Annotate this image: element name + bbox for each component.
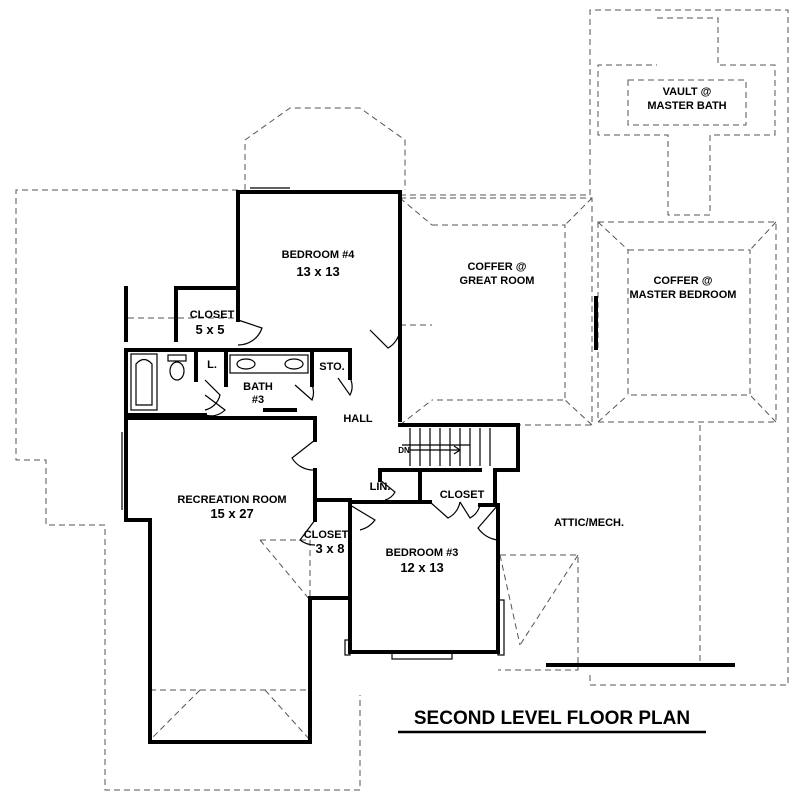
fixtures-and-doors bbox=[121, 187, 706, 734]
recreation-room-size: 15 x 27 bbox=[210, 506, 253, 521]
linen-label: LIN. bbox=[370, 481, 391, 493]
bedroom4-label: BEDROOM #4 bbox=[282, 249, 356, 261]
linen-small-label: L. bbox=[207, 359, 217, 371]
vault-label-2: MASTER BATH bbox=[647, 100, 726, 112]
coffer-master-label-1: COFFER @ bbox=[653, 275, 712, 287]
bath3-label: BATH bbox=[243, 381, 273, 393]
plan-title: SECOND LEVEL FLOOR PLAN bbox=[414, 708, 690, 729]
room-labels: BEDROOM #4 13 x 13 CLOSET 5 x 5 L. STO. … bbox=[177, 249, 624, 575]
vault-label-1: VAULT @ bbox=[663, 86, 712, 98]
recreation-room-label: RECREATION ROOM bbox=[177, 494, 286, 506]
hall-label: HALL bbox=[343, 413, 373, 425]
closet1-label: CLOSET bbox=[190, 309, 235, 321]
attic-label: ATTIC/MECH. bbox=[554, 517, 624, 529]
bedroom4-size: 13 x 13 bbox=[296, 264, 339, 279]
ceiling-labels: COFFER @ GREAT ROOM COFFER @ MASTER BEDR… bbox=[460, 86, 737, 301]
storage-label: STO. bbox=[319, 361, 344, 373]
closet2-size: 3 x 8 bbox=[316, 541, 345, 556]
coffer-great-room-label-2: GREAT ROOM bbox=[460, 275, 535, 287]
bedroom3-label: BEDROOM #3 bbox=[386, 547, 459, 559]
closet2-label: CLOSET bbox=[304, 529, 349, 541]
closet1-size: 5 x 5 bbox=[196, 322, 225, 337]
closet3-label: CLOSET bbox=[440, 489, 485, 501]
coffer-master-label-2: MASTER BEDROOM bbox=[630, 289, 737, 301]
coffer-great-room-label-1: COFFER @ bbox=[467, 261, 526, 273]
bath3-number: #3 bbox=[252, 394, 264, 406]
stair-down-label: DN bbox=[398, 446, 410, 455]
bedroom3-size: 12 x 13 bbox=[400, 560, 443, 575]
